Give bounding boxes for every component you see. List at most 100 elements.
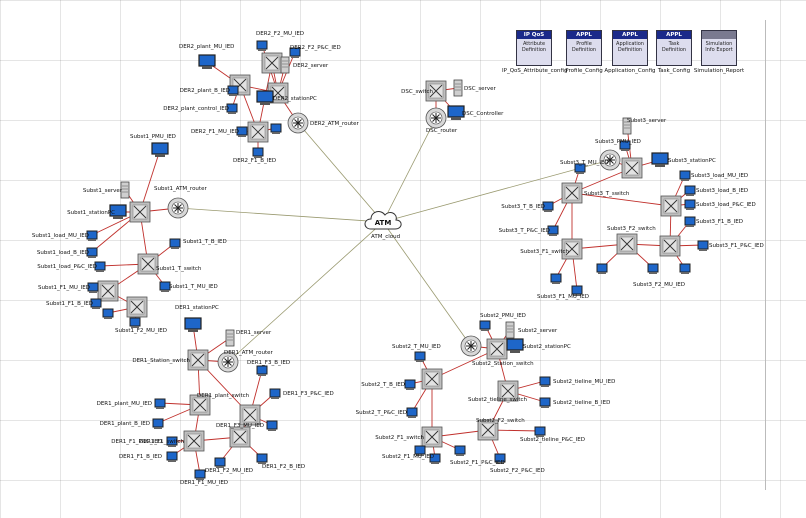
router-node[interactable]	[425, 107, 447, 129]
ied-node[interactable]	[406, 407, 418, 418]
ied-node[interactable]	[129, 317, 141, 328]
ied-node[interactable]	[539, 376, 551, 387]
ied-node[interactable]	[270, 123, 282, 134]
pc-node[interactable]	[506, 338, 524, 353]
ied-node[interactable]	[494, 453, 506, 464]
ied-node[interactable]	[87, 282, 99, 293]
switch-node[interactable]	[97, 280, 119, 302]
ied-node[interactable]	[684, 185, 696, 196]
ied-node[interactable]	[226, 103, 238, 114]
ied-node[interactable]	[697, 240, 709, 251]
switch-node[interactable]	[477, 419, 499, 441]
ied-node[interactable]	[414, 445, 426, 456]
ied-node[interactable]	[429, 453, 441, 464]
ied-node[interactable]	[256, 40, 268, 51]
ied-node[interactable]	[479, 320, 491, 331]
switch-node[interactable]	[621, 157, 643, 179]
ied-node[interactable]	[574, 163, 586, 174]
ied-node[interactable]	[542, 201, 554, 212]
pc-node[interactable]	[256, 90, 274, 105]
server-node[interactable]	[453, 79, 463, 97]
toolbar-item-application[interactable]: APPL Application Definition Application_…	[604, 30, 656, 74]
ied-node[interactable]	[414, 351, 426, 362]
ied-node[interactable]	[550, 273, 562, 284]
router-node[interactable]	[599, 149, 621, 171]
ied-node[interactable]	[86, 247, 98, 258]
ied-node[interactable]	[102, 308, 114, 319]
ied-node[interactable]	[454, 445, 466, 456]
ied-node[interactable]	[539, 397, 551, 408]
server-node[interactable]	[280, 56, 290, 74]
ied-node[interactable]	[227, 85, 239, 96]
pc-node[interactable]	[184, 317, 202, 332]
switch-node[interactable]	[183, 430, 205, 452]
ied-node[interactable]	[214, 457, 226, 468]
ied-node[interactable]	[679, 263, 691, 274]
switch-node[interactable]	[126, 296, 148, 318]
switch-node[interactable]	[247, 121, 269, 143]
ied-node[interactable]	[256, 453, 268, 464]
ied-node[interactable]	[94, 261, 106, 272]
switch-node[interactable]	[239, 404, 261, 426]
toolbar-item-task[interactable]: APPL Task Definition Task_Config	[652, 30, 696, 74]
ied-node[interactable]	[547, 225, 559, 236]
switch-node[interactable]	[561, 182, 583, 204]
ied-node[interactable]	[596, 263, 608, 274]
ied-node[interactable]	[159, 281, 171, 292]
switch-node[interactable]	[421, 426, 443, 448]
toolbar-item-ip-qos[interactable]: IP QoS Attribute Definition IP_QoS_Attri…	[502, 30, 568, 74]
ied-node[interactable]	[169, 238, 181, 249]
ied-node[interactable]	[619, 140, 631, 151]
ied-node[interactable]	[679, 170, 691, 181]
switch-node[interactable]	[497, 380, 519, 402]
router-node[interactable]	[287, 112, 309, 134]
pc-node[interactable]	[198, 54, 216, 69]
router-node[interactable]	[217, 351, 239, 373]
switch-node[interactable]	[267, 82, 289, 104]
ied-node[interactable]	[647, 263, 659, 274]
ied-node[interactable]	[152, 418, 164, 429]
ied-node[interactable]	[236, 126, 248, 137]
pc-node[interactable]	[109, 204, 127, 219]
ied-node[interactable]	[166, 451, 178, 462]
toolbar-item-simulation-report[interactable]: Simulation Info Export Simulation_Report	[694, 30, 744, 74]
ied-node[interactable]	[194, 469, 206, 480]
ied-node[interactable]	[154, 398, 166, 409]
ied-node[interactable]	[684, 199, 696, 210]
switch-node[interactable]	[189, 394, 211, 416]
server-node[interactable]	[505, 321, 515, 339]
pc-node[interactable]	[151, 142, 169, 157]
atm-cloud-node[interactable]: ATM	[364, 211, 402, 230]
ied-node[interactable]	[289, 47, 301, 58]
switch-node[interactable]	[616, 233, 638, 255]
server-node[interactable]	[120, 181, 130, 199]
switch-node[interactable]	[561, 238, 583, 260]
switch-node[interactable]	[187, 349, 209, 371]
switch-node[interactable]	[486, 338, 508, 360]
ied-node[interactable]	[166, 436, 178, 447]
ied-node[interactable]	[252, 147, 264, 158]
switch-node[interactable]	[129, 201, 151, 223]
ied-node[interactable]	[684, 216, 696, 227]
ied-node[interactable]	[404, 379, 416, 390]
toolbar-item-profile[interactable]: APPL Profile Definition Profile_Config	[562, 30, 606, 74]
ied-node[interactable]	[86, 230, 98, 241]
ied-node[interactable]	[534, 426, 546, 437]
ied-node[interactable]	[90, 298, 102, 309]
ied-node[interactable]	[256, 365, 268, 376]
pc-node[interactable]	[447, 105, 465, 120]
switch-node[interactable]	[229, 426, 251, 448]
server-node[interactable]	[622, 117, 632, 135]
pc-node[interactable]	[651, 152, 669, 167]
switch-node[interactable]	[660, 195, 682, 217]
switch-node[interactable]	[659, 235, 681, 257]
switch-node[interactable]	[261, 52, 283, 74]
router-node[interactable]	[460, 335, 482, 357]
switch-node[interactable]	[425, 80, 447, 102]
switch-node[interactable]	[137, 253, 159, 275]
switch-node[interactable]	[421, 368, 443, 390]
server-node[interactable]	[225, 329, 235, 347]
ied-node[interactable]	[266, 420, 278, 431]
